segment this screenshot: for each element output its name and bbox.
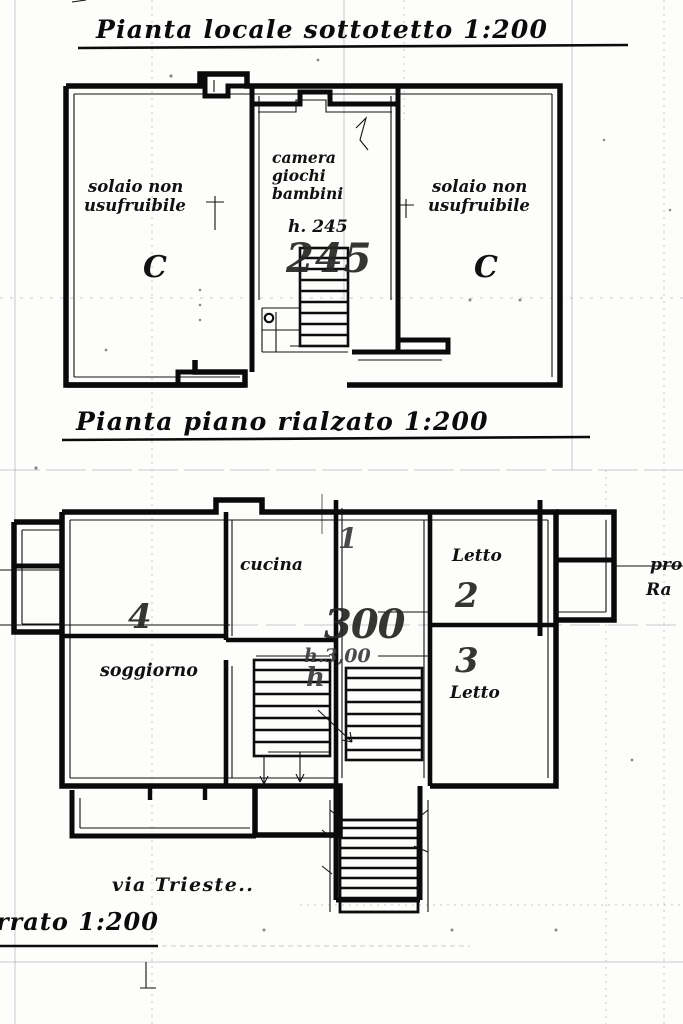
- height-label-center: h.3,00: [304, 645, 371, 667]
- upper-title-underline: [77, 43, 629, 50]
- attic-right-line2: usufruibile: [428, 196, 530, 215]
- room-attic-center: camera giochi bambini h. 245 245: [272, 116, 373, 282]
- room-letto-3-label: Letto: [449, 683, 500, 703]
- room-letto-3-pen-number: 3: [455, 641, 479, 681]
- attic-center-line3: bambini: [272, 184, 343, 203]
- upper-plan-staircase: [261, 246, 350, 353]
- lower-plan-title: Pianta piano rialzato 1:200: [75, 407, 489, 436]
- attic-left-line1: solaio non: [87, 177, 183, 196]
- attic-right-mark: C: [474, 250, 498, 285]
- lower-plan-pen-annotations: 300 h.3,00 1 h: [304, 494, 407, 693]
- edge-fragment-line1: pro: [650, 555, 682, 575]
- bottom-cropped-title: rrato 1:200: [0, 907, 159, 936]
- upper-plan-labels: solaio non usufruibile C camera giochi b…: [84, 116, 530, 285]
- attic-left-line2: usufruibile: [84, 196, 186, 215]
- pen-mark-stair: h: [306, 663, 325, 693]
- lower-plan-staircase: [252, 655, 424, 785]
- room-attic-right: solaio non usufruibile C: [398, 177, 530, 285]
- lower-plan-title-group: Pianta piano rialzato 1:200: [61, 407, 591, 442]
- attic-right-line1: solaio non: [431, 177, 527, 196]
- right-edge-fragment: pro Ra: [645, 555, 682, 600]
- pen-mark-top: 1: [338, 522, 357, 555]
- attic-center-height: h. 245: [288, 217, 348, 237]
- lower-plan-walls: [0, 497, 683, 903]
- room-attic-left: solaio non usufruibile C: [84, 177, 224, 285]
- upper-plan-title: Pianta locale sottotetto 1:200: [95, 15, 548, 44]
- room-letto-2-pen-number: 2: [454, 576, 479, 616]
- attic-left-mark: C: [143, 250, 167, 285]
- street-label: via Trieste..: [112, 874, 254, 896]
- edge-fragment-line2: Ra: [645, 580, 672, 600]
- upper-plan-title-group: Pianta locale sottotetto 1:200: [71, 0, 629, 50]
- external-entrance-stair: [321, 800, 429, 914]
- upper-plan-walls: [63, 71, 563, 388]
- bottom-annotations: via Trieste.. rrato 1:200: [0, 874, 254, 989]
- room-soggiorno-pen-number: 4: [128, 597, 152, 637]
- room-soggiorno-label: soggiorno: [99, 661, 198, 681]
- pen-number-center: 300: [324, 601, 406, 648]
- scan-artifacts: [34, 58, 672, 932]
- room-cucina-label: cucina: [240, 555, 303, 575]
- attic-center-line2: giochi: [272, 166, 326, 185]
- lower-title-underline: [61, 435, 591, 442]
- attic-center-line1: camera: [272, 148, 336, 167]
- attic-center-pen-number: 245: [285, 235, 373, 282]
- lower-plan-labels: cucina soggiorno 4 Letto 2 3 Letto: [99, 546, 502, 703]
- room-letto-2-label: Letto: [451, 546, 502, 566]
